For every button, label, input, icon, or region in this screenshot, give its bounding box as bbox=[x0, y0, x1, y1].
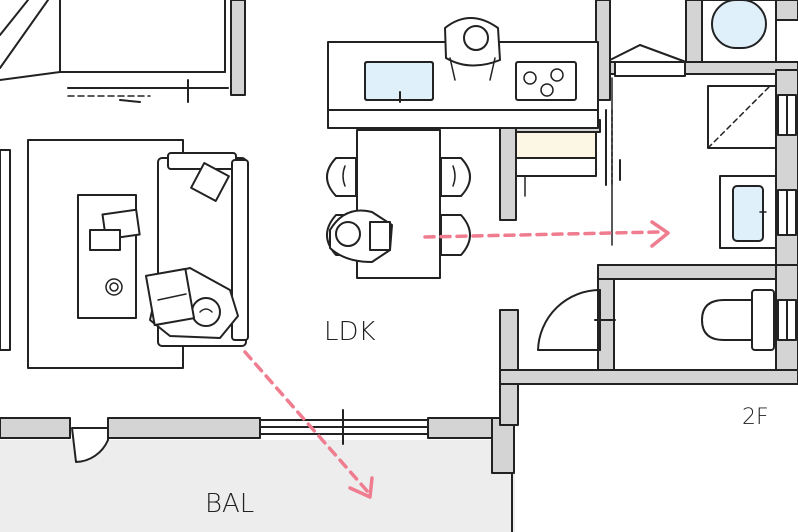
rug bbox=[0, 139, 184, 369]
bathtub-icon bbox=[701, 0, 777, 63]
room-label-balcony: BAL bbox=[205, 489, 254, 519]
coffee-table bbox=[77, 194, 141, 319]
stair-area bbox=[0, 0, 226, 81]
washbasin bbox=[719, 175, 777, 249]
door-kitchen bbox=[605, 109, 621, 186]
door-swing-balcony bbox=[71, 427, 109, 463]
sink-icon bbox=[364, 61, 434, 101]
toilet-icon bbox=[701, 289, 775, 351]
window-right-mid bbox=[777, 189, 797, 236]
room-label-ldk: LDK bbox=[324, 317, 376, 347]
person-cook-icon bbox=[444, 17, 501, 81]
door-swing-icon bbox=[537, 289, 616, 351]
stove-icon bbox=[515, 61, 577, 101]
wash-partition bbox=[609, 44, 687, 246]
person-diner-icon bbox=[329, 209, 393, 263]
washing-machine bbox=[707, 85, 777, 149]
person-icon bbox=[144, 267, 239, 339]
window-upper-left bbox=[67, 79, 229, 103]
window-lower bbox=[259, 409, 429, 445]
shelf bbox=[515, 131, 597, 197]
floor-label: 2F bbox=[742, 405, 769, 430]
window-right-upper bbox=[777, 94, 797, 136]
arrow-icon bbox=[243, 220, 670, 499]
window-right-lower bbox=[777, 299, 797, 341]
